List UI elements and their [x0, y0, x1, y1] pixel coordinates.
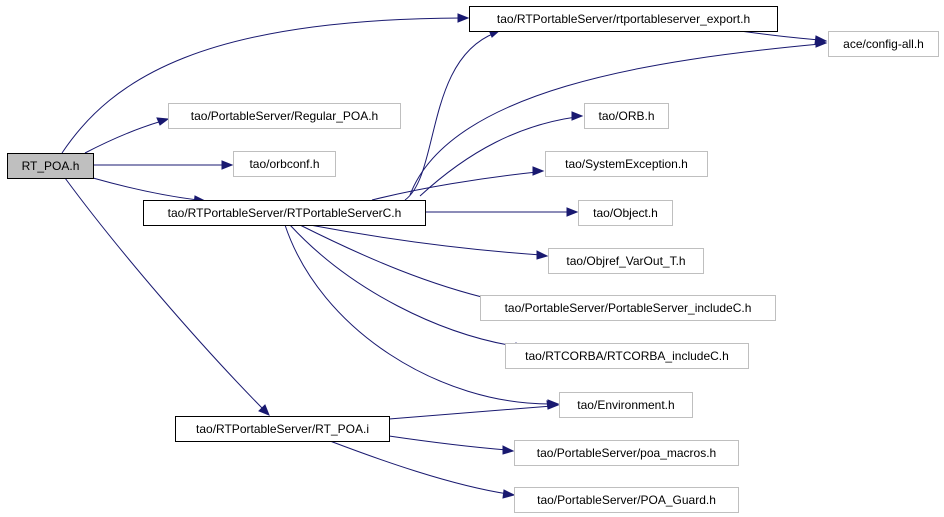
edge-line — [371, 171, 538, 201]
node-systemexception-h[interactable]: tao/SystemException.h — [545, 151, 708, 177]
arrowhead — [566, 207, 579, 217]
node-label: tao/ORB.h — [598, 109, 654, 123]
node-box — [233, 151, 336, 177]
edge-rtportableserverc-h-to-systemexception-h — [371, 166, 545, 201]
edge-line — [329, 440, 509, 495]
edge-rtportableserverc-h-to-objref-varout-t-h — [309, 224, 549, 260]
edge-line — [739, 30, 821, 41]
node-label: tao/Object.h — [593, 206, 658, 220]
node-label: tao/PortableServer/Regular_POA.h — [191, 109, 378, 123]
edge-rtportableserverc-h-to-config-all-h — [409, 38, 828, 196]
node-rtcorba-includec-h[interactable]: tao/RTCORBA/RTCORBA_includeC.h — [505, 343, 749, 369]
node-label: ace/config-all.h — [843, 37, 924, 51]
edge-line — [409, 43, 821, 196]
node-environment-h[interactable]: tao/Environment.h — [559, 392, 693, 418]
edge-rt-poa-h-to-regular-poa-h — [84, 117, 170, 154]
node-box — [469, 6, 778, 32]
node-box — [548, 248, 704, 274]
arrowhead — [571, 111, 584, 121]
edge-rt-poa-i-to-environment-h — [388, 400, 560, 420]
edge-line — [299, 224, 495, 301]
node-box — [584, 103, 669, 129]
edge-line — [284, 224, 553, 405]
edge-line — [289, 224, 521, 348]
arrowhead — [502, 445, 515, 455]
arrowhead — [221, 160, 234, 170]
node-label: tao/PortableServer/poa_macros.h — [537, 446, 716, 460]
arrowhead — [546, 400, 560, 410]
arrowhead — [457, 13, 470, 23]
edge-line — [84, 120, 163, 154]
node-label: tao/PortableServer/PortableServer_includ… — [505, 301, 752, 315]
node-label: tao/RTPortableServer/rtportableserver_ex… — [497, 12, 750, 26]
node-orb-h[interactable]: tao/ORB.h — [584, 103, 669, 129]
node-rtportableserver-export-h[interactable]: tao/RTPortableServer/rtportableserver_ex… — [469, 6, 778, 32]
node-objref-varout-t-h[interactable]: tao/Objref_VarOut_T.h — [548, 248, 704, 274]
node-box — [480, 295, 776, 321]
edge-line — [92, 177, 199, 201]
arrowhead — [532, 166, 545, 176]
edge-rt-poa-i-to-poa-macros-h — [388, 435, 515, 455]
edge-line — [388, 435, 508, 451]
node-box — [143, 200, 426, 226]
node-rtportableserverc-h[interactable]: tao/RTPortableServer/RTPortableServerC.h — [143, 200, 426, 226]
nodes-layer: RT_POA.h tao/RTPortableServer/rtportables… — [7, 6, 939, 513]
edge-rtportableserverc-h-to-portableserver-includec-h — [299, 224, 502, 304]
edge-rtportableserverc-h-to-rtportableserver-export-h — [404, 29, 502, 201]
node-box — [578, 200, 673, 226]
node-poa-guard-h[interactable]: tao/PortableServer/POA_Guard.h — [514, 487, 739, 513]
node-label: tao/Environment.h — [577, 398, 674, 412]
edge-rtportableserverc-h-to-object-h — [425, 207, 579, 217]
edge-rtportableserverc-h-to-rtcorba-includec-h — [289, 224, 528, 352]
edge-line — [419, 116, 577, 197]
node-config-all-h[interactable]: ace/config-all.h — [828, 31, 939, 57]
node-box — [175, 416, 390, 442]
edge-rt-poa-h-to-rtportableserver-export-h — [61, 13, 470, 154]
edge-line — [64, 177, 265, 411]
node-box — [514, 487, 739, 513]
arrowhead — [502, 489, 516, 499]
edge-rtportableserverc-h-to-orb-h — [419, 111, 584, 197]
edge-rtportableserver-export-h-to-config-all-h — [739, 30, 828, 45]
node-box — [828, 31, 939, 57]
arrowhead — [536, 250, 549, 260]
node-box — [7, 153, 94, 179]
node-label: RT_POA.h — [22, 159, 80, 173]
node-box — [514, 440, 739, 466]
node-rt-poa-i[interactable]: tao/RTPortableServer/RT_POA.i — [175, 416, 390, 442]
edge-line — [388, 405, 553, 420]
node-rt-poa-h: RT_POA.h — [7, 153, 94, 179]
node-regular-poa-h[interactable]: tao/PortableServer/Regular_POA.h — [168, 103, 401, 129]
edge-rt-poa-h-to-orbconf-h — [93, 160, 234, 170]
node-label: tao/RTCORBA/RTCORBA_includeC.h — [525, 349, 729, 363]
arrowhead — [258, 404, 270, 416]
arrowhead — [156, 117, 170, 126]
edge-rt-poa-h-to-rt-poa-i — [64, 177, 270, 416]
node-portableserver-includec-h[interactable]: tao/PortableServer/PortableServer_includ… — [480, 295, 776, 321]
node-orbconf-h[interactable]: tao/orbconf.h — [233, 151, 336, 177]
node-box — [545, 151, 708, 177]
node-label: tao/RTPortableServer/RT_POA.i — [196, 422, 369, 436]
arrowhead — [815, 38, 828, 48]
edge-line — [404, 32, 496, 201]
edge-line — [61, 17, 463, 154]
node-object-h[interactable]: tao/Object.h — [578, 200, 673, 226]
node-label: tao/SystemException.h — [565, 157, 688, 171]
node-label: tao/Objref_VarOut_T.h — [566, 254, 685, 268]
node-poa-macros-h[interactable]: tao/PortableServer/poa_macros.h — [514, 440, 739, 466]
node-box — [505, 343, 749, 369]
edge-line — [309, 224, 542, 256]
node-label: tao/orbconf.h — [249, 157, 319, 171]
node-box — [168, 103, 401, 129]
node-label: tao/RTPortableServer/RTPortableServerC.h — [168, 206, 402, 220]
node-box — [559, 392, 693, 418]
edge-rt-poa-i-to-poa-guard-h — [329, 440, 516, 499]
node-label: tao/PortableServer/POA_Guard.h — [537, 493, 716, 507]
